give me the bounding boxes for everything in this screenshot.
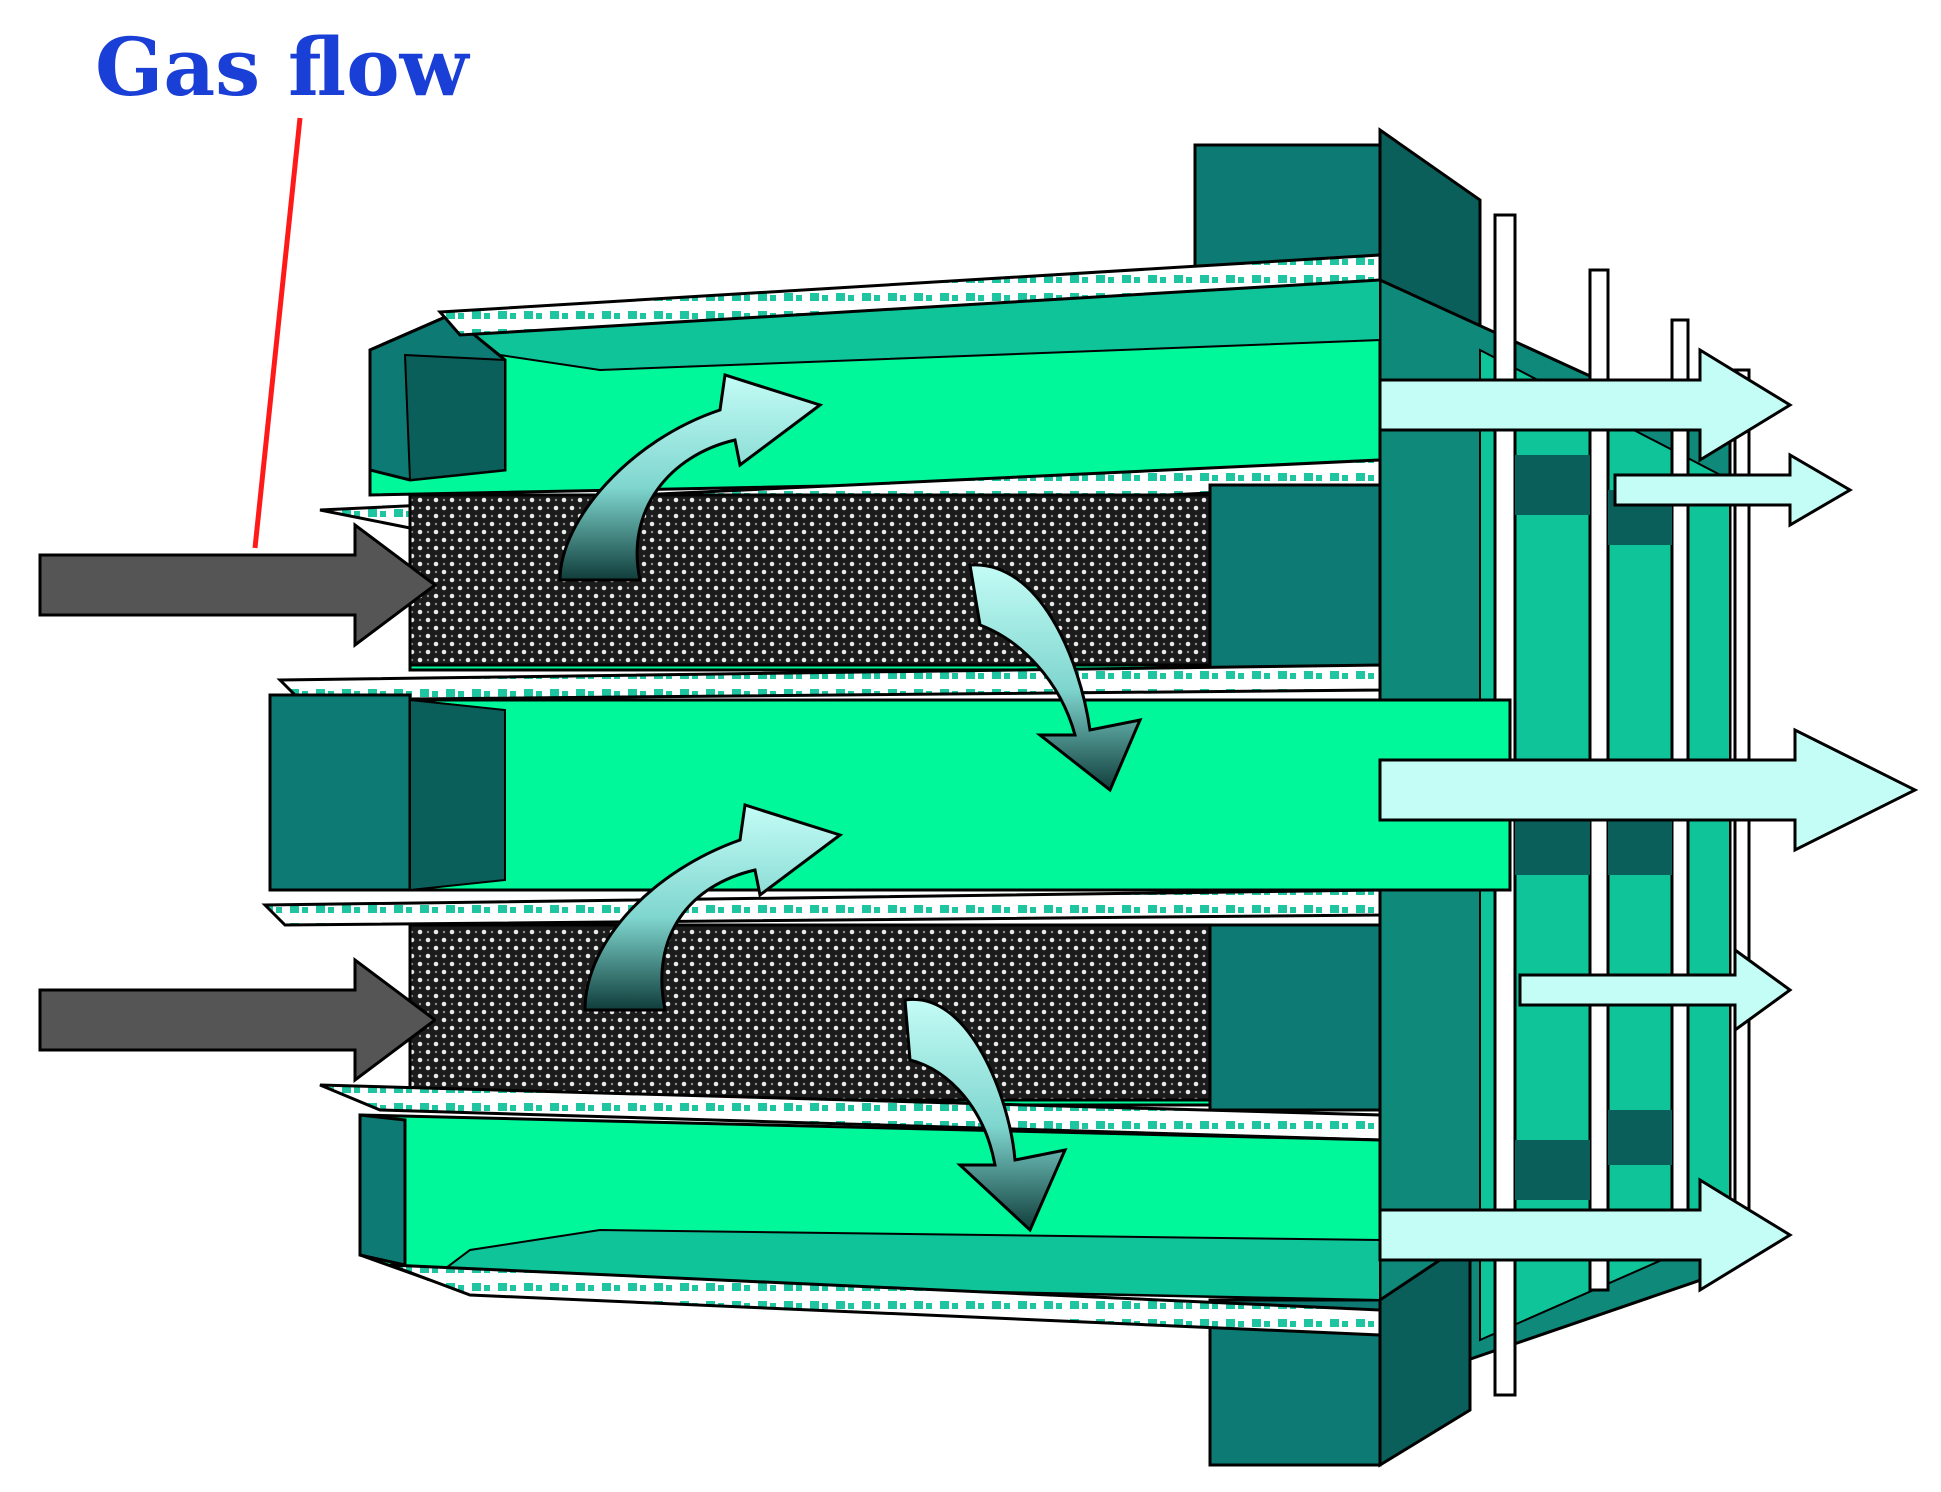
channel-body xyxy=(408,698,1512,892)
lattice-cell xyxy=(1515,455,1590,515)
dark-arrow-right-icon xyxy=(38,522,438,648)
porous-wall xyxy=(261,888,1382,927)
porous-wall xyxy=(389,1263,1382,1337)
outlet-end-plug xyxy=(1208,923,1382,1112)
light-cyan-arrow-right-icon xyxy=(1613,452,1853,528)
outlet-channel-bottom xyxy=(358,1113,1382,1302)
wall-flow-arrows xyxy=(558,373,1143,1233)
inlet-end-plug-middle xyxy=(268,693,412,892)
lattice-cell xyxy=(1608,1110,1672,1165)
curved-arrow-through-wall xyxy=(968,563,1143,793)
light-cyan-arrow-right-icon xyxy=(1378,727,1919,853)
inlet-end-plug-bottom xyxy=(358,1113,407,1267)
outlet-channel-middle xyxy=(268,693,1512,892)
inlet-end-plug-top-face xyxy=(403,353,506,482)
gas-flow-label: Gas flow xyxy=(95,20,471,114)
light-cyan-arrow-right-icon xyxy=(1518,947,1793,1033)
light-cyan-arrow-right-icon xyxy=(1378,1177,1793,1293)
inlet-end-plug-middle-face xyxy=(409,698,506,892)
lattice-cell xyxy=(1608,820,1672,875)
outlet-arrows xyxy=(1378,347,1919,1293)
porous-wall xyxy=(276,663,1382,702)
light-cyan-arrow-right-icon xyxy=(1378,347,1793,463)
curved-arrow-through-wall xyxy=(558,373,824,582)
inlet-channel-upper xyxy=(408,483,1382,672)
porous-wall xyxy=(436,253,1382,337)
dark-arrow-right-icon xyxy=(38,957,438,1083)
lattice-cell xyxy=(1515,815,1590,875)
soot-layer xyxy=(408,923,1212,1102)
curved-arrow-through-wall xyxy=(583,803,844,1012)
curved-arrow-through-wall xyxy=(903,997,1068,1233)
outlet-end-plug xyxy=(1208,483,1382,672)
lattice-cell xyxy=(1515,1140,1590,1200)
inlet-channel-lower xyxy=(408,923,1382,1112)
leader-line xyxy=(252,117,303,549)
inlet-arrows xyxy=(38,522,438,1083)
soot-layer xyxy=(408,493,1212,667)
